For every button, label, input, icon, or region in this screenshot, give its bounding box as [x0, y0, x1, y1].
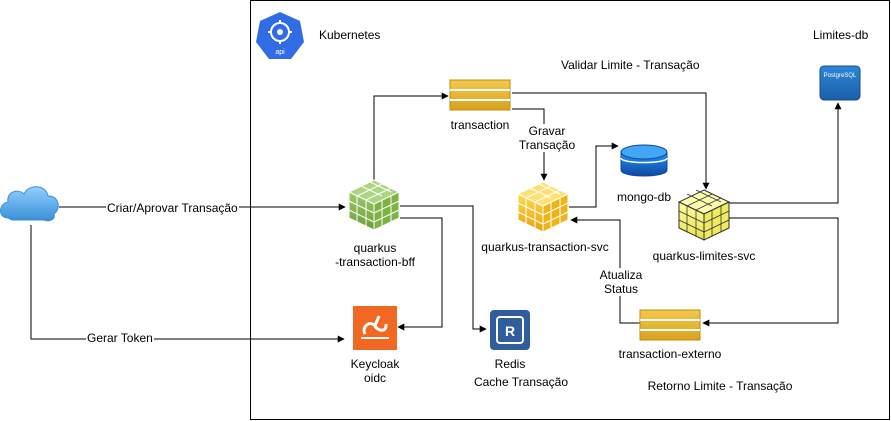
redis-label-line2: Cache Transação — [473, 375, 569, 389]
postgresql-icon: PostgreSQL — [819, 65, 861, 101]
edge-bff-to-transaction — [373, 92, 449, 180]
externo-queue-label: transaction-externo — [618, 347, 722, 361]
keycloak-label-line2: oidc — [363, 371, 387, 385]
edge-limites-svc-to-db — [729, 102, 842, 204]
queue-icon — [449, 79, 511, 111]
cloud-icon — [0, 186, 59, 222]
transaction-queue-label: transaction — [450, 118, 510, 132]
edge-label-gravar-1: Gravar — [527, 124, 567, 138]
queue-icon — [639, 309, 701, 341]
mongo-label: mongo-db — [616, 190, 672, 204]
edge-label-gerar-token: Gerar Token — [86, 331, 154, 345]
bff-label-line2: -transaction-bff — [335, 255, 415, 269]
edge-label-atualiza-1: Atualiza — [598, 268, 644, 282]
cluster-title: Kubernetes — [319, 28, 381, 42]
limites-db-title: Limites-db — [813, 28, 869, 42]
transaction-svc-label: quarkus-transaction-svc — [481, 240, 609, 254]
kubernetes-cluster-boundary — [250, 0, 890, 420]
edge-bff-to-redis — [400, 205, 487, 333]
keycloak-label-line1: Keycloak — [350, 357, 400, 371]
kubernetes-api-icon: api — [256, 12, 304, 59]
edge-label-validar-limite: Validar Limite - Transação — [561, 58, 700, 72]
redis-icon: R — [490, 310, 530, 350]
redis-label-line1: Redis — [494, 357, 526, 371]
limites-svc-label: quarkus-limites-svc — [652, 249, 756, 263]
edge-bff-to-keycloak — [397, 217, 443, 331]
edge-label-criar-aprovar: Criar/Aprovar Transação — [106, 201, 239, 215]
edge-validar-limite — [512, 92, 710, 190]
edge-gravar-transacao — [512, 108, 548, 181]
keycloak-icon — [353, 306, 397, 350]
edge-label-gravar-2: Transação — [517, 138, 577, 152]
postgresql-badge: PostgreSQL — [824, 73, 857, 79]
quarkus-cube-icon — [347, 179, 401, 231]
bff-label-line1: quarkus — [353, 241, 397, 255]
database-cylinder-icon — [620, 144, 668, 177]
edge-gerar-token — [30, 225, 345, 343]
svg-text:R: R — [505, 323, 515, 339]
edge-label-retorno-limite: Retorno Limite - Transação — [647, 379, 793, 393]
quarkus-cube-icon — [516, 181, 570, 233]
kubernetes-api-icon-text: api — [275, 49, 285, 56]
edge-transaction-svc-to-mongo — [569, 142, 619, 208]
quarkus-cube-icon — [677, 189, 731, 241]
edge-retorno-limite — [702, 217, 839, 327]
edge-label-atualiza-2: Status — [602, 282, 640, 296]
